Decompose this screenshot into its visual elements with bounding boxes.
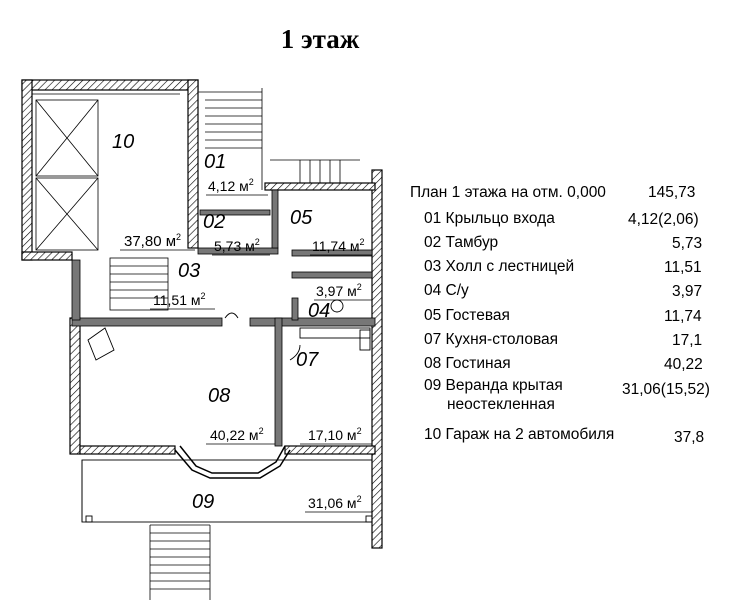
room-01-area-sup: 2 — [249, 177, 254, 187]
legend-item-07: 07 Кухня-столовая — [424, 331, 559, 348]
room-labels: 10 37,80 м2 01 4,12 м2 02 5,73 м2 05 11,… — [112, 131, 365, 513]
room-03-area-value: 11,51 м — [153, 292, 201, 308]
room-03-number: 03 — [178, 260, 200, 282]
legend-item-04: 04 С/у — [424, 282, 469, 299]
room-10-number: 10 — [112, 131, 134, 153]
room-07-area: 17,10 м2 — [308, 426, 362, 443]
room-02-area-value: 5,73 м — [214, 238, 255, 254]
room-08-area: 40,22 м2 — [210, 426, 264, 443]
room-04-area: 3,97 м2 — [316, 282, 362, 299]
legend-value-02: 5,73 — [672, 235, 703, 252]
garage-hatch-lines — [30, 93, 180, 251]
fixtures — [87, 299, 371, 361]
room-05-area: 11,74 м2 — [312, 237, 365, 254]
legend-value-09: 31,06(15,52) — [622, 381, 710, 398]
room-01-area: 4,12 м2 — [208, 177, 254, 194]
room-10-area-value: 37,80 м — [124, 233, 176, 250]
room-08-area-value: 40,22 м — [210, 427, 259, 443]
room-09-area-sup: 2 — [357, 494, 362, 504]
legend-item-09: 09 Веранда крытая — [424, 377, 563, 394]
room-01-number: 01 — [204, 151, 226, 173]
staircase — [109, 88, 360, 600]
legend-item-08: 08 Гостиная — [424, 355, 511, 372]
floor-plan: 10 37,80 м2 01 4,12 м2 02 5,73 м2 05 11,… — [21, 79, 383, 600]
legend-item-09-line2: неостекленная — [447, 396, 555, 413]
page-title: 1 этаж — [280, 24, 360, 54]
room-03-area: 11,51 м2 — [153, 291, 206, 308]
room-01-area-value: 4,12 м — [208, 178, 249, 194]
veranda-outline — [81, 459, 373, 523]
room-09-area: 31,06 м2 — [308, 494, 362, 511]
room-09-area-value: 31,06 м — [308, 495, 357, 511]
legend-item-05: 05 Гостевая — [424, 307, 510, 324]
room-05-number: 05 — [290, 207, 313, 229]
legend-value-05: 11,74 — [664, 308, 702, 325]
room-05-area-value: 11,74 м — [312, 238, 360, 254]
legend-item-01: 01 Крыльцо входа — [424, 210, 555, 227]
room-08-area-sup: 2 — [259, 426, 264, 436]
room-07-number: 07 — [296, 349, 319, 371]
bay-window — [174, 445, 291, 479]
legend-header-value: 145,73 — [648, 184, 696, 201]
interior-walls — [71, 189, 376, 447]
room-04-area-value: 3,97 м — [316, 283, 357, 299]
legend-value-07: 17,1 — [672, 332, 703, 349]
room-05-area-sup: 2 — [360, 237, 365, 247]
room-02-area: 5,73 м2 — [214, 237, 260, 254]
room-10-area-sup: 2 — [176, 232, 181, 242]
legend-header-label: План 1 этажа на отм. 0,000 — [410, 184, 606, 201]
legend-value-03: 11,51 — [664, 259, 702, 276]
room-03-area-sup: 2 — [201, 291, 206, 301]
room-02-area-sup: 2 — [255, 237, 260, 247]
legend-item-02: 02 Тамбур — [424, 234, 499, 251]
room-02-number: 02 — [203, 211, 225, 233]
exterior-walls — [21, 79, 383, 549]
room-07-area-value: 17,10 м — [308, 427, 357, 443]
legend-value-10: 37,8 — [674, 429, 705, 446]
legend-value-04: 3,97 — [672, 283, 703, 300]
room-07-area-sup: 2 — [357, 426, 362, 436]
legend-value-08: 40,22 — [664, 356, 703, 373]
area-underlines — [120, 194, 372, 513]
room-04-number: 04 — [308, 300, 330, 322]
legend-value-01: 4,12(2,06) — [628, 211, 699, 228]
room-08-number: 08 — [208, 385, 230, 407]
room-10-area: 37,80 м2 — [124, 232, 181, 250]
room-09-number: 09 — [192, 491, 214, 513]
legend-item-03: 03 Холл с лестницей — [424, 258, 575, 275]
legend-item-10: 10 Гараж на 2 автомобиля — [424, 426, 615, 443]
room-04-area-sup: 2 — [357, 282, 362, 292]
